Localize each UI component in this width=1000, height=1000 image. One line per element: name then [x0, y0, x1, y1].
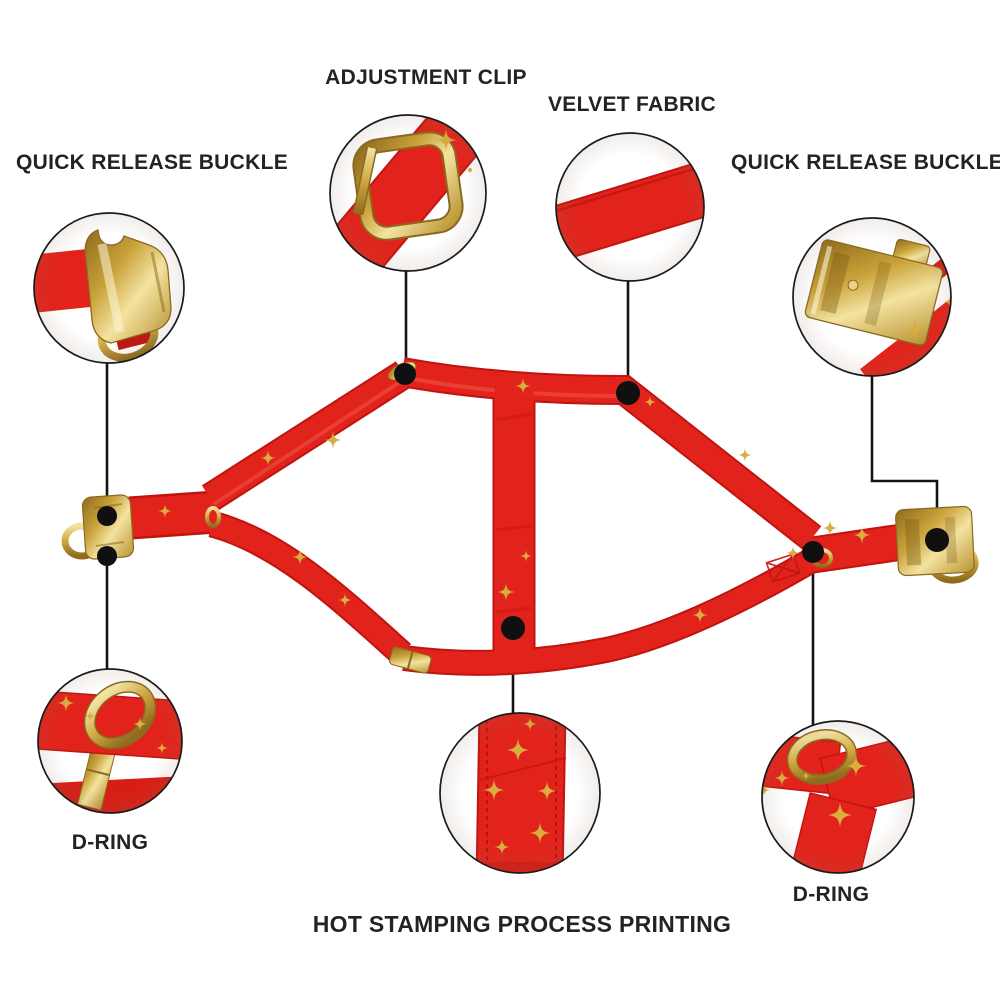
label-velvet-fabric: VELVET FABRIC [547, 93, 717, 116]
label-d-ring-left: D-RING [71, 831, 149, 854]
strap-top-left [202, 363, 412, 509]
left-junction-loop [205, 506, 221, 528]
left-buckle-hardware [61, 494, 135, 560]
label-hot-stamping: HOT STAMPING PROCESS PRINTING [312, 911, 732, 937]
anchor-dots [97, 363, 949, 640]
strap-left-end [128, 493, 218, 537]
label-quick-release-buckle-right: QUICK RELEASE BUCKLE [730, 151, 1000, 174]
callout-hot-stamping [439, 712, 601, 874]
callout-quick-release-buckle-left [33, 212, 185, 364]
label-adjustment-clip: ADJUSTMENT CLIP [325, 66, 527, 89]
strap-bottom [402, 550, 818, 674]
callout-d-ring-right [761, 720, 915, 874]
label-quick-release-buckle-left: QUICK RELEASE BUCKLE [15, 151, 289, 174]
adjustment-clip-hardware [389, 646, 432, 674]
callout-adjustment-clip [329, 114, 487, 272]
callout-velvet-fabric [555, 132, 705, 282]
strap-bottom-left [208, 512, 410, 663]
callout-d-ring-left [37, 668, 183, 814]
callout-quick-release-buckle-right [792, 217, 952, 377]
label-d-ring-right: D-RING [792, 883, 870, 906]
